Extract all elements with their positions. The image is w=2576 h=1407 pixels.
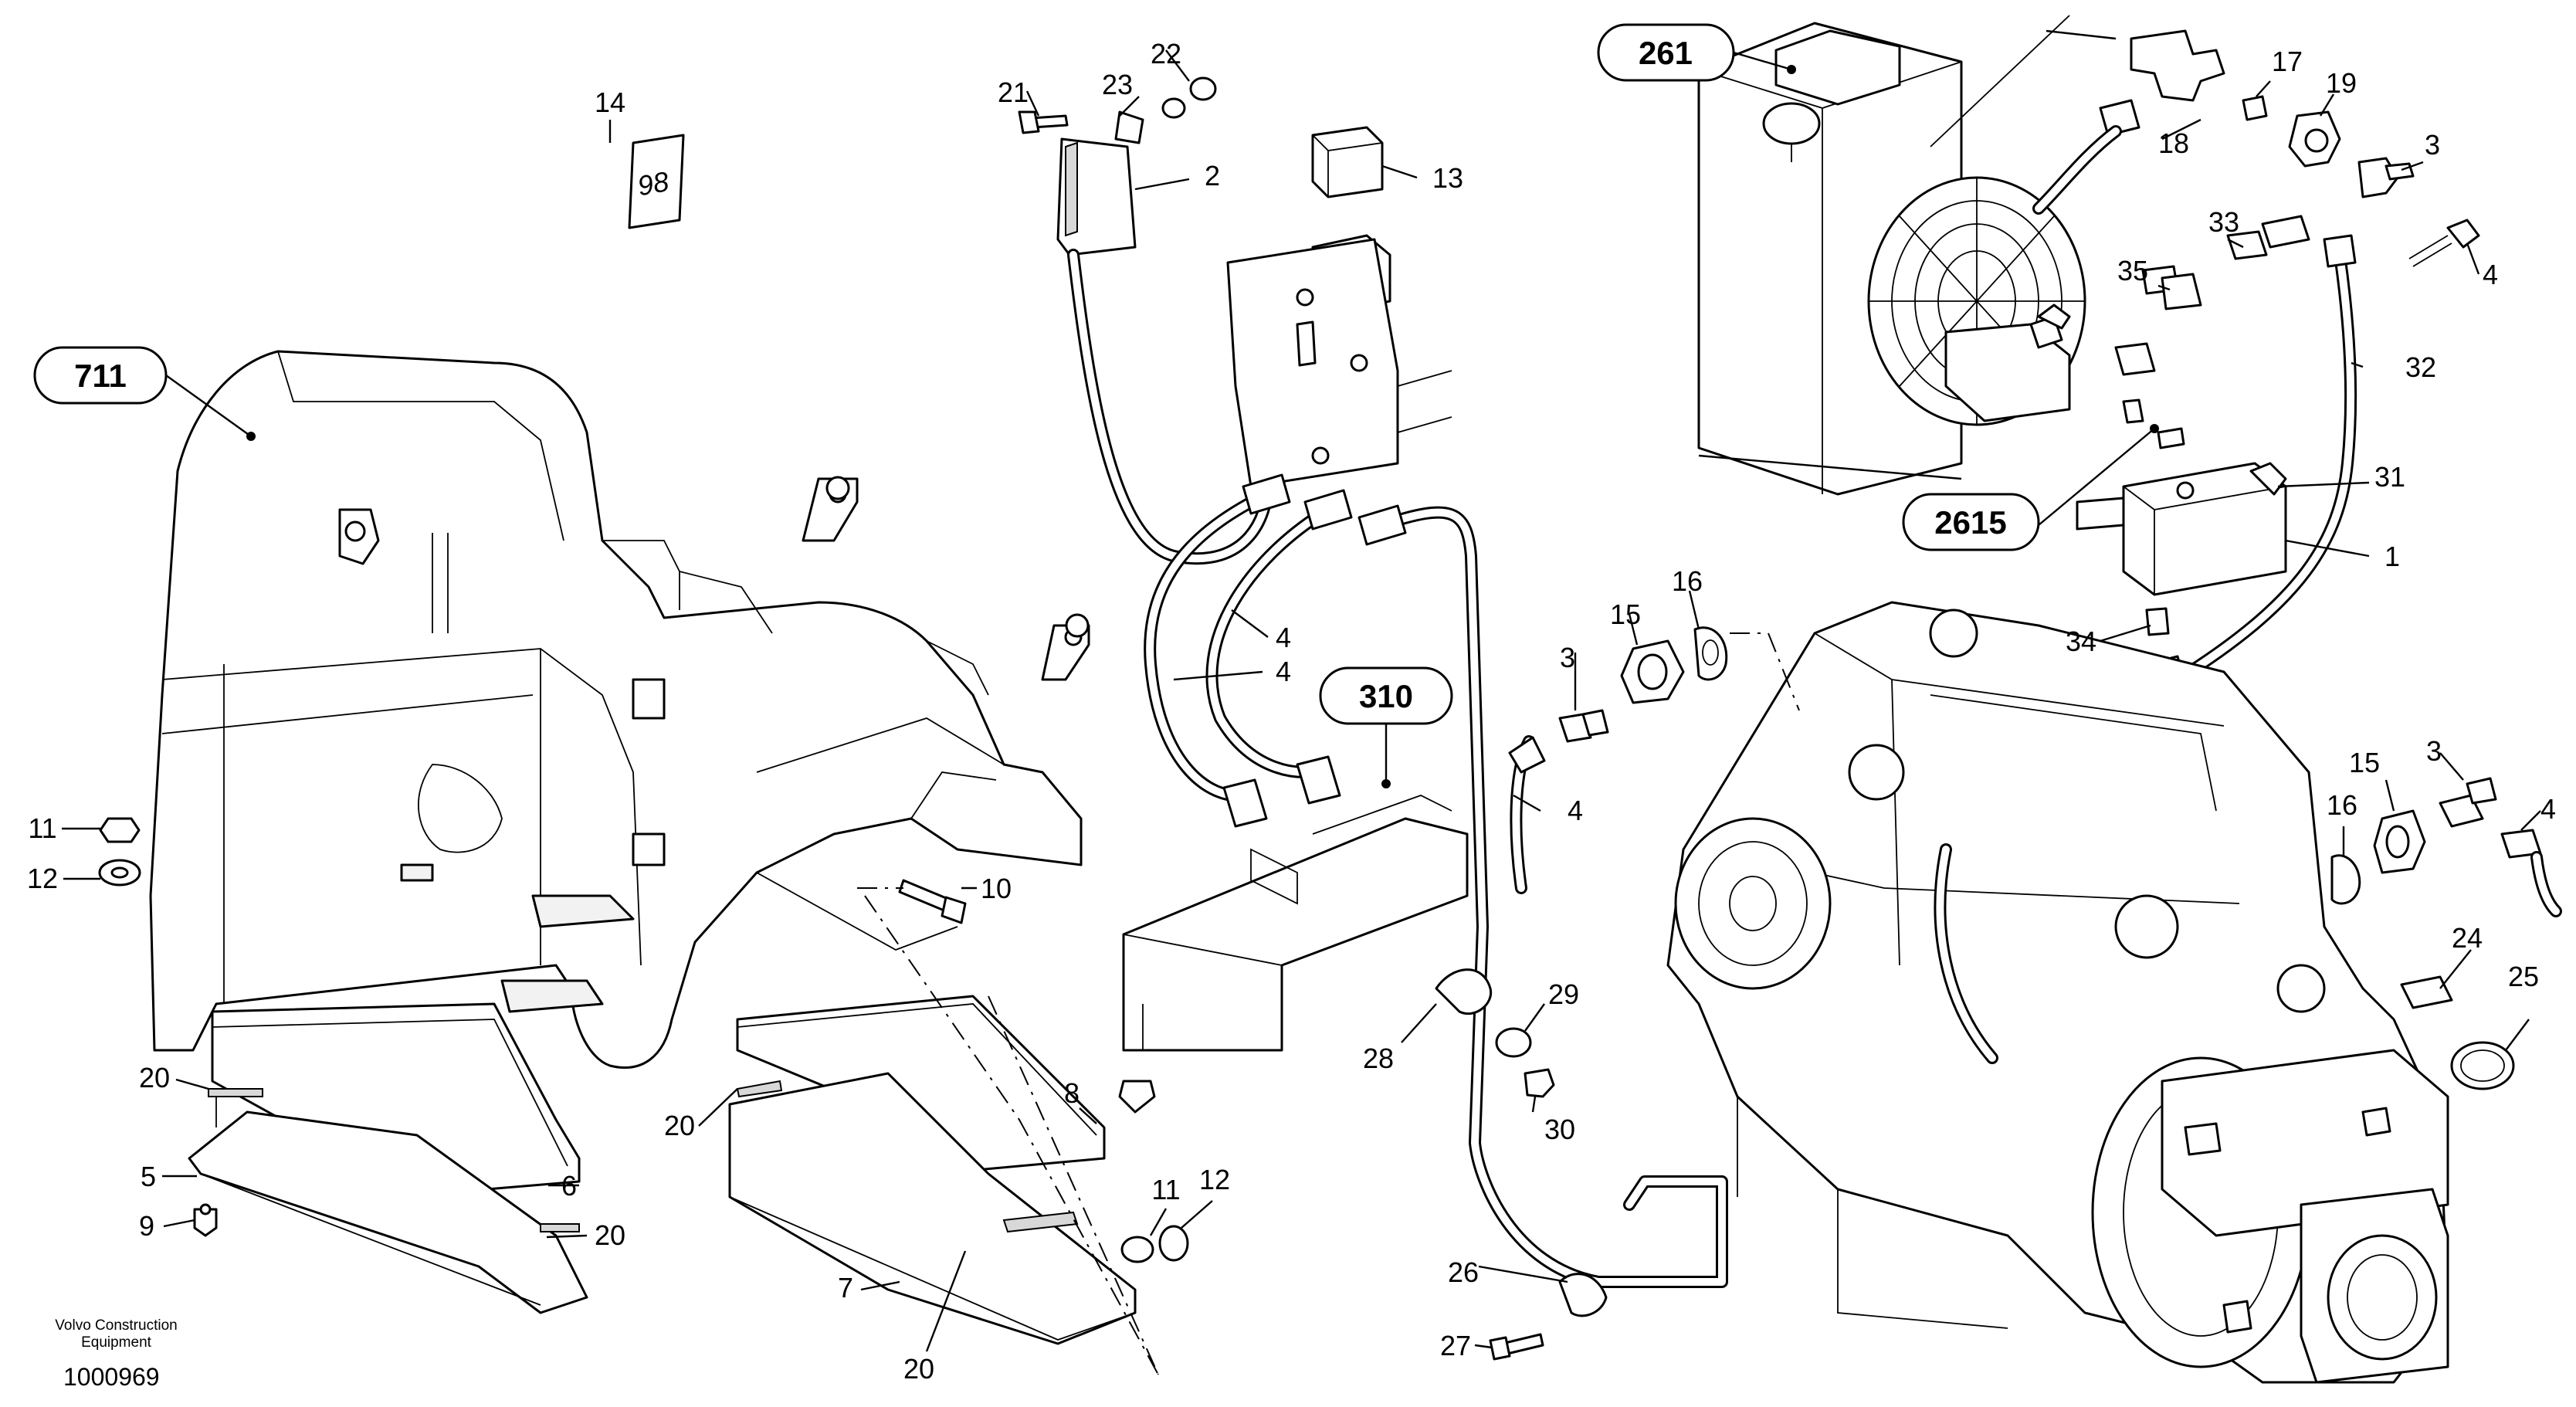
fittings-engine-left [1558, 626, 1800, 743]
label-3a: 3 [1560, 642, 1575, 673]
label-3b: 3 [2425, 129, 2440, 161]
bolt-10 [857, 879, 967, 924]
label-34: 34 [2066, 626, 2096, 657]
label-8: 8 [1064, 1077, 1080, 1109]
label-4c: 4 [1568, 795, 1583, 826]
leader-lines [62, 29, 2541, 1352]
label-3c: 3 [2426, 735, 2442, 767]
label-24: 24 [2452, 922, 2483, 954]
decal-98 [628, 134, 685, 229]
label-20a: 20 [139, 1062, 170, 1093]
label-30: 30 [1544, 1114, 1575, 1145]
callout-261 [1597, 23, 1735, 82]
label-10: 10 [981, 873, 1012, 904]
label-13: 13 [1432, 162, 1463, 194]
label-23: 23 [1102, 69, 1133, 100]
label-19: 19 [2326, 67, 2357, 99]
label-4d: 4 [2483, 259, 2498, 290]
label-11a: 11 [28, 812, 56, 844]
hydraulic-pump [2076, 215, 2357, 693]
label-22: 22 [1151, 38, 1181, 70]
label-26: 26 [1448, 1256, 1479, 1288]
callout-2615 [1902, 493, 2040, 551]
callout-310 [1319, 666, 1453, 725]
label-18: 18 [2158, 127, 2189, 159]
label-9: 9 [139, 1210, 154, 1242]
label-16a: 16 [1672, 565, 1703, 597]
label-21: 21 [998, 76, 1029, 108]
brand-caption: Volvo Construction Equipment [45, 1317, 188, 1351]
label-5: 5 [141, 1161, 156, 1192]
radiator-assembly [1697, 15, 2086, 496]
part-labels: 1 2 3 3 3 4 4 4 4 4 5 6 7 8 9 10 11 11 1… [27, 38, 2556, 1385]
brand-line-1: Volvo Construction [55, 1317, 178, 1334]
label-1: 1 [2384, 541, 2400, 572]
fittings-engine-right [2330, 777, 2562, 1090]
label-12b: 12 [1199, 1164, 1230, 1195]
label-15a: 15 [1610, 598, 1641, 630]
callout-261-text: 261 [1639, 35, 1693, 71]
label-31: 31 [2374, 461, 2405, 493]
label-35: 35 [2117, 255, 2148, 286]
label-11b: 11 [1151, 1174, 1180, 1205]
label-28: 28 [1363, 1043, 1394, 1074]
label-12a: 12 [27, 863, 58, 894]
callout-310-text: 310 [1359, 678, 1413, 714]
label-27: 27 [1440, 1330, 1471, 1361]
label-6: 6 [561, 1170, 577, 1202]
label-29: 29 [1548, 978, 1579, 1010]
label-33: 33 [2208, 206, 2239, 238]
label-32: 32 [2405, 351, 2436, 383]
label-20b: 20 [595, 1219, 625, 1251]
battery-harness [1018, 76, 1728, 1361]
bottom-plates-left [188, 1002, 588, 1314]
callout-2615-text: 2615 [1934, 504, 2006, 541]
fittings-top [2032, 29, 2480, 267]
label-14: 14 [595, 86, 625, 118]
drawing-number: 1000969 [63, 1363, 160, 1391]
nut-washer-left [98, 817, 141, 887]
label-4a: 4 [1276, 656, 1291, 687]
brand-line-2: Equipment [81, 1334, 151, 1351]
group-callouts: 711 310 261 2615 [33, 23, 2040, 725]
engine-assembly [1666, 601, 2449, 1384]
label-15b: 15 [2349, 747, 2380, 778]
label-4e: 4 [2540, 793, 2556, 825]
bottom-plates-middle [728, 895, 1189, 1375]
callout-711-text: 711 [74, 358, 127, 394]
label-2: 2 [1205, 160, 1220, 192]
label-7: 7 [838, 1272, 853, 1304]
callout-711 [33, 346, 168, 405]
label-4b: 4 [1276, 622, 1291, 653]
label-20d: 20 [903, 1353, 934, 1385]
decal-text: 98 [636, 165, 672, 202]
label-20c: 20 [664, 1110, 695, 1141]
frame-assembly [149, 350, 1090, 1069]
label-17: 17 [2272, 46, 2303, 77]
label-16b: 16 [2327, 789, 2357, 821]
label-25: 25 [2508, 961, 2539, 992]
